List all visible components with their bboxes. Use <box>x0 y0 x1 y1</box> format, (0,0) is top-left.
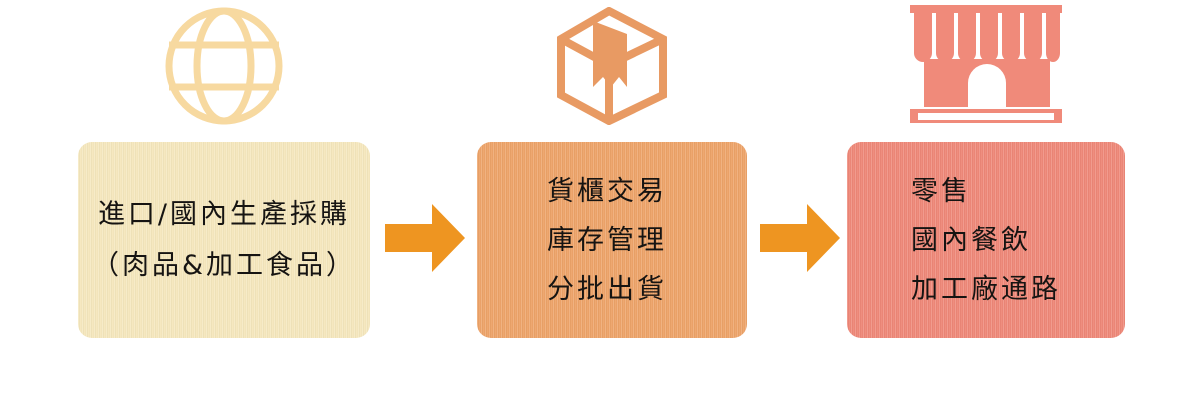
stage-logistics-line-2: 庫存管理 <box>547 224 667 256</box>
package-box-icon <box>477 0 747 125</box>
stage-logistics-box: 貨櫃交易 庫存管理 分批出貨 <box>477 142 747 338</box>
stage-channels-line-3: 加工廠通路 <box>911 273 1061 305</box>
arrow-right-icon-logistics-to-channels <box>760 202 842 274</box>
stage-logistics-line-1: 貨櫃交易 <box>547 175 667 207</box>
stage-sourcing-line-2: （肉品&加工食品） <box>91 250 357 281</box>
stage-sourcing: 進口/國內生產採購 （肉品&加工食品） <box>78 0 370 340</box>
storefront-icon <box>847 0 1125 125</box>
stage-channels: 零售 國內餐飲 加工廠通路 <box>847 0 1125 340</box>
stage-channels-line-1: 零售 <box>911 175 971 207</box>
stage-channels-line-2: 國內餐飲 <box>911 224 1031 256</box>
globe-icon <box>78 0 370 125</box>
stage-logistics-line-3: 分批出貨 <box>547 273 667 305</box>
stage-channels-box: 零售 國內餐飲 加工廠通路 <box>847 142 1125 338</box>
stage-logistics: 貨櫃交易 庫存管理 分批出貨 <box>477 0 747 340</box>
stage-sourcing-box: 進口/國內生產採購 （肉品&加工食品） <box>78 142 370 338</box>
stage-sourcing-line-1: 進口/國內生產採購 <box>97 199 351 230</box>
arrow-right-icon-sourcing-to-logistics <box>385 202 467 274</box>
